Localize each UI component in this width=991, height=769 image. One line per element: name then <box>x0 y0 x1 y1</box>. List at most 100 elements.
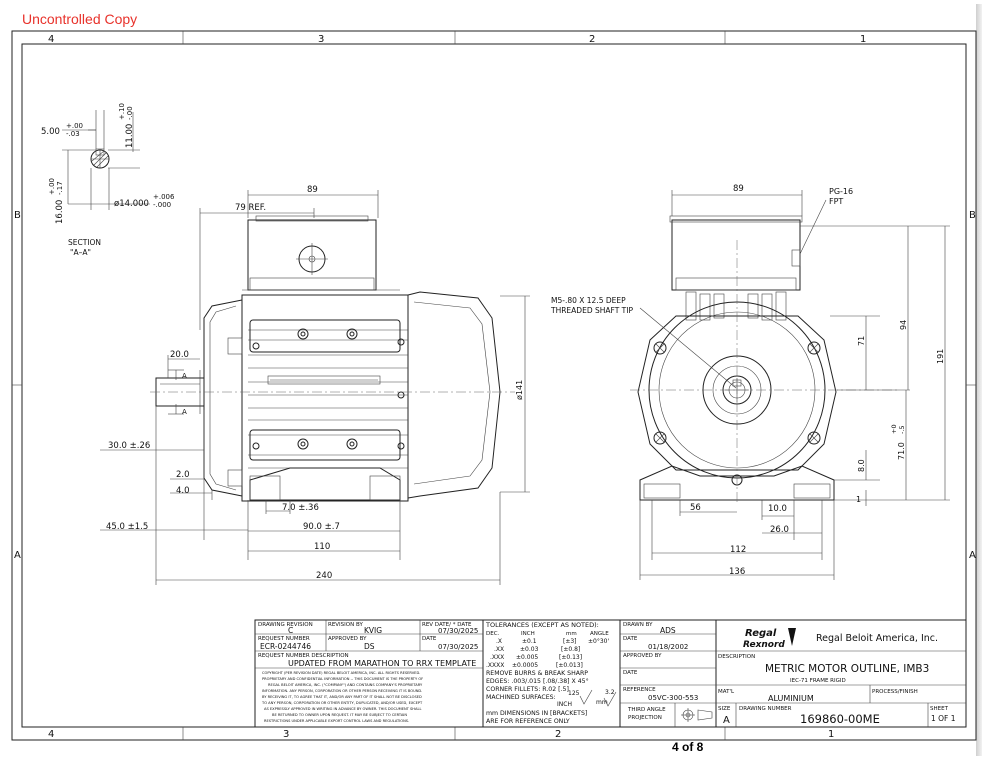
svg-text:APPROVED BY: APPROVED BY <box>623 653 662 659</box>
svg-text:PG-16: PG-16 <box>829 187 853 196</box>
svg-text:INCH: INCH <box>521 631 535 637</box>
svg-text:mm: mm <box>596 699 608 706</box>
svg-text:A: A <box>182 372 187 380</box>
zone-right-a: A <box>969 550 976 561</box>
svg-text:Rexnord: Rexnord <box>743 640 785 650</box>
material: ALUMINIUM <box>768 694 814 703</box>
drawing-revision: C <box>288 626 293 635</box>
svg-text:.X: .X <box>496 638 502 645</box>
svg-text:+.00: +.00 <box>66 122 83 130</box>
svg-text:125: 125 <box>568 690 580 697</box>
dim-7: 7.0 ±.36 <box>282 503 319 513</box>
svg-text:+.10: +.10 <box>118 103 126 120</box>
svg-text:DATE: DATE <box>422 636 437 642</box>
svg-text:INFORMATION. ANY PERSON, CORPO: INFORMATION. ANY PERSON, CORPORATION OR … <box>262 689 422 693</box>
size: A <box>723 715 730 726</box>
svg-text:PROCESS/FINISH: PROCESS/FINISH <box>872 689 918 695</box>
dim-26: 26.0 <box>770 525 789 535</box>
svg-text:5.00: 5.00 <box>41 127 60 137</box>
svg-text:-.5: -.5 <box>898 425 906 434</box>
svg-text:BY RECEIVING IT, TO AGREE THAT: BY RECEIVING IT, TO AGREE THAT IT, AND/O… <box>262 695 422 699</box>
svg-text:11.00: 11.00 <box>125 124 135 148</box>
svg-text:MAT'L: MAT'L <box>718 689 735 695</box>
svg-text:SIZE: SIZE <box>718 706 731 712</box>
svg-text:THREADED SHAFT TIP: THREADED SHAFT TIP <box>550 306 633 315</box>
svg-text:DESCRIPTION: DESCRIPTION <box>718 654 755 660</box>
dim-45: 45.0 ±1.5 <box>106 522 148 532</box>
svg-text:DRAWING NUMBER: DRAWING NUMBER <box>739 706 792 712</box>
svg-text:REV DATE/ * DATE: REV DATE/ * DATE <box>422 622 472 628</box>
svg-text:DRAWN BY: DRAWN BY <box>623 622 653 628</box>
side-dia-141: ø141 <box>515 380 524 400</box>
zone-bottom-4: 4 <box>48 729 54 740</box>
svg-text:BE RETURNED TO OWNER UPON REQU: BE RETURNED TO OWNER UPON REQUEST. IT MA… <box>272 713 407 717</box>
svg-text:AS EXPRESSLY APPROVED IN WRITI: AS EXPRESSLY APPROVED IN WRITING IN ADVA… <box>264 707 421 711</box>
svg-text:DATE: DATE <box>623 670 638 676</box>
svg-text:RESTRICTIONS UNDER APPLICABLE: RESTRICTIONS UNDER APPLICABLE EXPORT CON… <box>264 719 409 723</box>
dim-191: 191 <box>936 349 945 364</box>
zone-bottom-3: 3 <box>283 729 289 740</box>
sheet: 1 OF 1 <box>931 714 956 723</box>
zone-top-2: 2 <box>589 34 595 45</box>
svg-text:APPROVED BY: APPROVED BY <box>328 636 367 642</box>
company-name: Regal Beloit America, Inc. <box>816 633 938 644</box>
dim-10: 10.0 <box>768 504 787 514</box>
dim-4: 4.0 <box>176 486 190 496</box>
svg-text:±0.1: ±0.1 <box>522 638 537 645</box>
svg-text:TO ANY PERSON, CORPORATION OR: TO ANY PERSON, CORPORATION OR OTHER ENTI… <box>261 701 423 705</box>
svg-text:ANGLE: ANGLE <box>590 631 609 637</box>
side-ref-79: 79 REF. <box>235 203 266 213</box>
page-indicator: 4 of 8 <box>672 740 704 754</box>
svg-text:±0.0005: ±0.0005 <box>512 662 538 669</box>
copyright-text: COPYRIGHT (PER REVISION DATE) REGAL BELO… <box>261 671 423 723</box>
svg-text:+.006: +.006 <box>153 193 175 201</box>
zone-ticks <box>12 31 976 740</box>
svg-text:[±0.013]: [±0.013] <box>556 662 583 669</box>
third-angle-projection-icon <box>681 708 713 722</box>
svg-text:ARE FOR REFERENCE ONLY: ARE FOR REFERENCE ONLY <box>486 718 570 725</box>
svg-text:.XXX: .XXX <box>490 654 504 661</box>
zone-left-b: B <box>14 210 21 221</box>
svg-text:[±0.8]: [±0.8] <box>561 646 580 653</box>
svg-text:EDGES: .003/.015 [.08/.38] X 4: EDGES: .003/.015 [.08/.38] X 45° <box>486 677 589 685</box>
drawn-by: ADS <box>660 626 676 635</box>
dim-2: 2.0 <box>176 470 190 480</box>
zone-right-b: B <box>969 210 976 221</box>
uncontrolled-copy-stamp: Uncontrolled Copy <box>22 11 138 27</box>
dim-110: 110 <box>314 542 330 552</box>
page-edge-shadow <box>976 4 982 756</box>
svg-text:SECTION: SECTION <box>68 238 101 247</box>
approved-by: DS <box>364 642 375 651</box>
dim-94: 94 <box>899 320 908 330</box>
dim-56: 56 <box>690 503 701 513</box>
zone-top-4: 4 <box>48 34 54 45</box>
dim-30: 30.0 ±.26 <box>108 441 150 451</box>
svg-text:A: A <box>182 408 187 416</box>
svg-text:DATE: DATE <box>623 636 638 642</box>
dim-8: 8.0 <box>857 459 866 472</box>
svg-text:-.17: -.17 <box>56 181 64 195</box>
dim-71: 71 <box>857 336 866 346</box>
svg-text:-.00: -.00 <box>126 106 134 120</box>
dim-136: 136 <box>729 567 745 577</box>
svg-text:-.03: -.03 <box>66 130 80 138</box>
svg-text:THIRD ANGLE: THIRD ANGLE <box>627 707 666 713</box>
front-width-89: 89 <box>733 184 744 194</box>
revision-by: KVIG <box>364 626 382 635</box>
svg-text:REFERENCE: REFERENCE <box>623 687 656 693</box>
side-width-89: 89 <box>307 185 318 195</box>
thread-callout: M5-.80 X 12.5 DEEP <box>551 296 626 305</box>
svg-text:REQUEST NUMBER DESCRIPTION: REQUEST NUMBER DESCRIPTION <box>258 653 349 659</box>
dim-90: 90.0 ±.7 <box>303 522 340 532</box>
request-number: ECR-0244746 <box>260 642 311 651</box>
svg-text:SHEET: SHEET <box>930 706 949 712</box>
front-view-motor: 89 PG-16 FPT <box>550 184 950 580</box>
reference: 05VC-300-553 <box>648 694 698 702</box>
svg-text:+0: +0 <box>890 424 898 434</box>
side-view-motor: 89 79 REF. <box>100 185 530 585</box>
svg-text:3.2: 3.2 <box>605 689 615 696</box>
svg-text:DEC.: DEC. <box>486 631 500 637</box>
svg-text:mm DIMENSIONS IN [BRACKETS]: mm DIMENSIONS IN [BRACKETS] <box>486 710 587 717</box>
svg-text:IEC-71 FRAME RIGID: IEC-71 FRAME RIGID <box>790 678 846 684</box>
